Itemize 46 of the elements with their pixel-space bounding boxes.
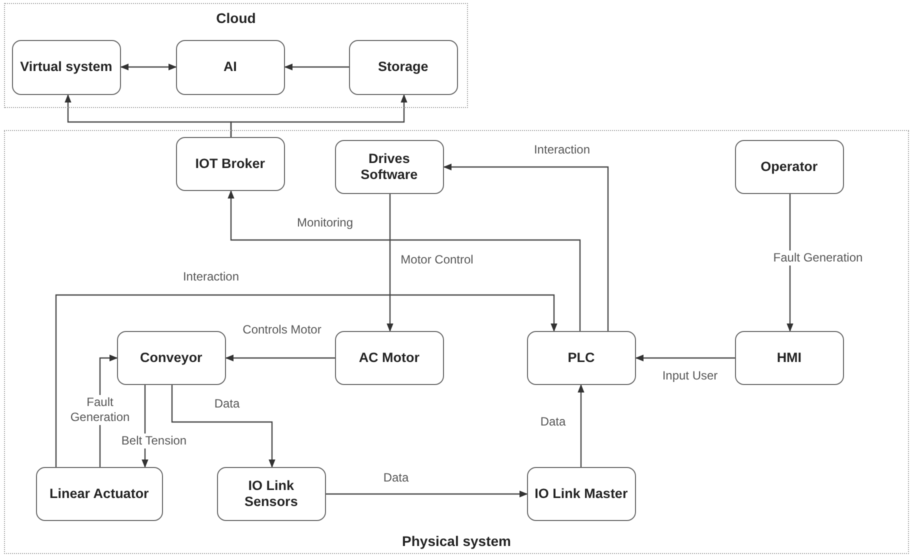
arrow [284,64,349,70]
edge-label: Fault Generation [771,250,865,266]
arrow [228,190,581,331]
arrow [171,385,276,468]
process-box [176,40,285,95]
process-box [734,140,844,194]
process-box [216,466,326,521]
box-label: AI [222,58,238,76]
group-title: Physical system [402,533,511,549]
arrow [230,94,408,137]
group-frame [4,130,909,554]
process-box [334,140,444,194]
process-box [176,136,285,191]
edge-label: Belt Tension [119,434,189,448]
arrow [55,294,558,467]
box-label: Operator [760,158,819,176]
box-label: AC Motor [358,348,421,367]
arrow [578,384,584,467]
process-box [526,330,636,385]
group-frame [4,3,468,108]
box-label: Linear Actuator [48,484,150,503]
box-label: IO Link Sensors [244,476,299,511]
arrow [326,490,528,498]
arrow [386,194,394,332]
arrow [443,164,609,331]
group-title: Cloud [216,10,256,26]
arrow [120,64,177,70]
box-label: IOT Broker [194,154,266,173]
process-box [348,40,458,95]
process-box [526,466,636,521]
box-label: Storage [377,58,430,76]
box-label: Conveyor [139,348,204,367]
box-label: IO Link Master [534,484,629,503]
edge-label: Monitoring [294,216,356,230]
box-label: PLC [566,348,596,367]
arrow [635,354,735,362]
arrow [786,194,794,332]
arrow [225,354,335,362]
process-box [116,330,226,385]
process-box [36,466,163,521]
box-label: Virtual system [19,58,114,76]
process-box [734,330,844,385]
process-box [12,40,121,95]
box-label: HMI [776,348,803,367]
box-label: Drives Software [360,150,419,184]
process-box [334,330,444,385]
